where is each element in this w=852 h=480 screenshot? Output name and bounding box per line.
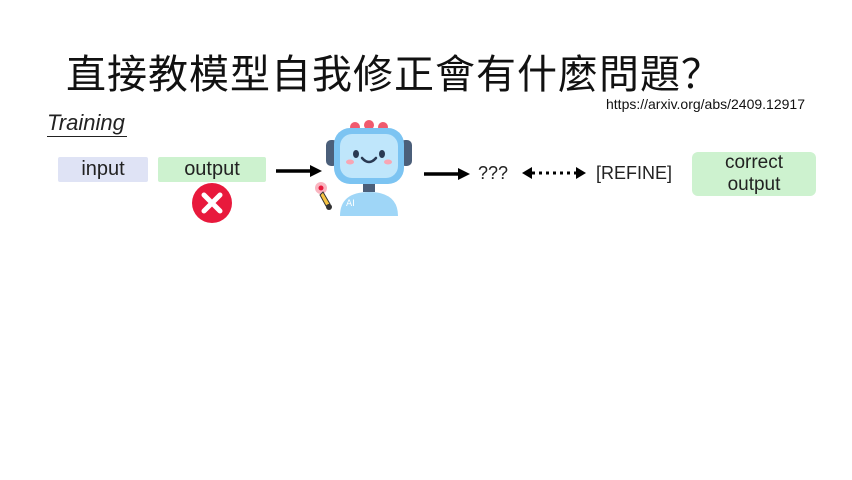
- output-box: output: [158, 157, 266, 182]
- dotted-double-arrow: [522, 167, 586, 179]
- robot-badge: AI: [346, 199, 355, 209]
- input-box: input: [58, 157, 148, 182]
- refine-label: [REFINE]: [596, 163, 673, 183]
- slide-title: 直接教模型自我修正會有什麼問題？: [66, 52, 722, 98]
- unknown-label: ???: [478, 163, 509, 183]
- input-label: input: [81, 158, 125, 180]
- training-label: Training: [47, 110, 127, 137]
- pencil-icon: [315, 182, 332, 210]
- x-circle-icon: [192, 183, 232, 223]
- correct-line-2: output: [727, 174, 781, 195]
- correct-output-box: correct output: [692, 152, 816, 196]
- correct-line-1: correct: [724, 152, 784, 173]
- output-label: output: [184, 158, 240, 180]
- robot-icon: AI: [315, 120, 412, 216]
- arrow-to-result: [424, 168, 470, 180]
- arrow-to-robot: [276, 165, 322, 177]
- paper-link[interactable]: https://arxiv.org/abs/2409.12917: [606, 96, 805, 112]
